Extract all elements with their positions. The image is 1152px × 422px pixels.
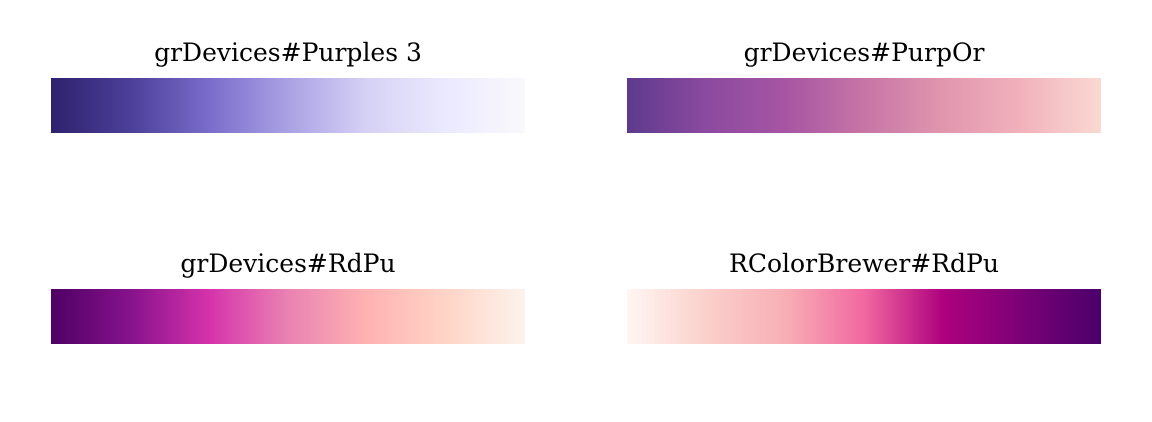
- gradient-swatch: [51, 78, 525, 133]
- gradient-swatch: [627, 289, 1101, 344]
- palette-title: grDevices#RdPu: [180, 249, 396, 278]
- palette-title: grDevices#PurpOr: [743, 38, 985, 67]
- palette-title: grDevices#Purples 3: [154, 38, 422, 67]
- palette-title: RColorBrewer#RdPu: [729, 249, 999, 278]
- gradient-swatch: [627, 78, 1101, 133]
- gradient-swatch: [51, 289, 525, 344]
